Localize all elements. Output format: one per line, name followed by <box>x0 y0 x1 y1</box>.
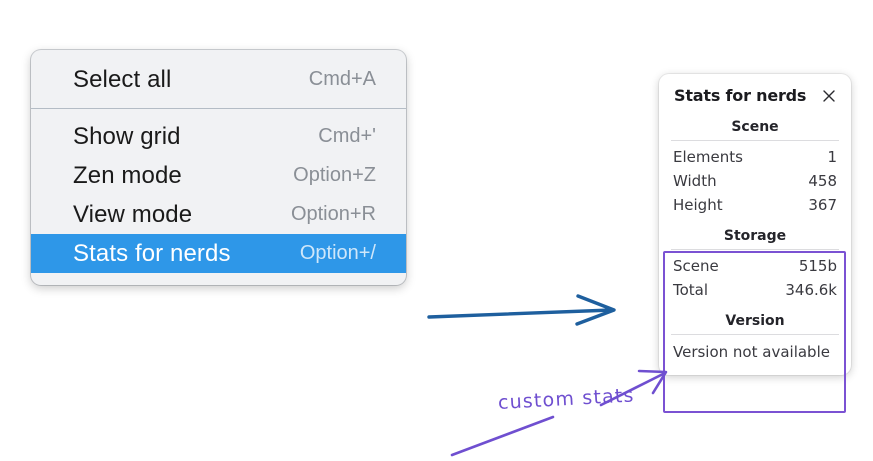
stat-value: 515b <box>798 257 837 275</box>
stat-value: 367 <box>808 196 837 214</box>
stat-key: Height <box>673 196 723 214</box>
blue-arrow-annotation <box>427 294 616 326</box>
stat-key: Scene <box>673 257 719 275</box>
menu-group-1: Select all Cmd+A <box>31 56 406 103</box>
stats-section-scene: Scene Elements 1 Width 458 Height 367 <box>659 117 851 217</box>
stat-key: Total <box>673 281 709 299</box>
context-menu[interactable]: Select all Cmd+A Show grid Cmd+' Zen mod… <box>31 50 406 285</box>
menu-item-zen-mode[interactable]: Zen mode Option+Z <box>31 156 406 195</box>
menu-item-show-grid[interactable]: Show grid Cmd+' <box>31 117 406 156</box>
menu-item-label: Select all <box>73 65 172 93</box>
stats-for-nerds-panel: Stats for nerds Scene Elements 1 Width 4… <box>659 74 851 375</box>
callout-label-custom-stats: custom stats <box>497 384 636 414</box>
menu-item-view-mode[interactable]: View mode Option+R <box>31 195 406 234</box>
stats-panel-header: Stats for nerds <box>659 86 851 105</box>
menu-separator <box>31 108 406 109</box>
stat-row: Scene 515b <box>659 254 851 278</box>
stat-key: Elements <box>673 148 743 166</box>
stats-section-version: Version Version not available <box>659 311 851 363</box>
menu-item-label: Show grid <box>73 122 181 150</box>
menu-item-shortcut: Cmd+A <box>308 68 376 90</box>
menu-item-label: Stats for nerds <box>73 239 231 267</box>
purple-tail-line-annotation <box>450 415 555 457</box>
stat-key: Width <box>673 172 717 190</box>
menu-item-label: Zen mode <box>73 161 182 189</box>
stats-section-storage: Storage Scene 515b Total 346.6k <box>659 226 851 302</box>
stats-panel-title: Stats for nerds <box>674 86 807 105</box>
stat-row: Width 458 <box>659 169 851 193</box>
stat-row: Elements 1 <box>659 145 851 169</box>
close-icon[interactable] <box>821 88 837 104</box>
menu-group-2: Show grid Cmd+' Zen mode Option+Z View m… <box>31 113 406 277</box>
menu-item-select-all[interactable]: Select all Cmd+A <box>31 60 406 99</box>
stat-value: 458 <box>808 172 837 190</box>
menu-item-shortcut: Option+R <box>290 203 376 225</box>
section-divider <box>671 249 839 250</box>
menu-item-label: View mode <box>73 200 193 228</box>
menu-item-stats-for-nerds[interactable]: Stats for nerds Option+/ <box>31 234 406 273</box>
stat-value: 346.6k <box>785 281 837 299</box>
stat-row: Total 346.6k <box>659 278 851 302</box>
stat-row: Height 367 <box>659 193 851 217</box>
version-status-text: Version not available <box>673 343 830 361</box>
menu-item-shortcut: Cmd+' <box>318 125 376 147</box>
section-divider <box>671 140 839 141</box>
section-heading: Scene <box>731 119 779 135</box>
section-heading: Storage <box>723 228 787 244</box>
stat-value: 1 <box>827 148 837 166</box>
section-heading: Version <box>725 313 785 329</box>
menu-item-shortcut: Option+/ <box>299 242 376 264</box>
menu-item-shortcut: Option+Z <box>293 164 376 186</box>
section-divider <box>671 334 839 335</box>
